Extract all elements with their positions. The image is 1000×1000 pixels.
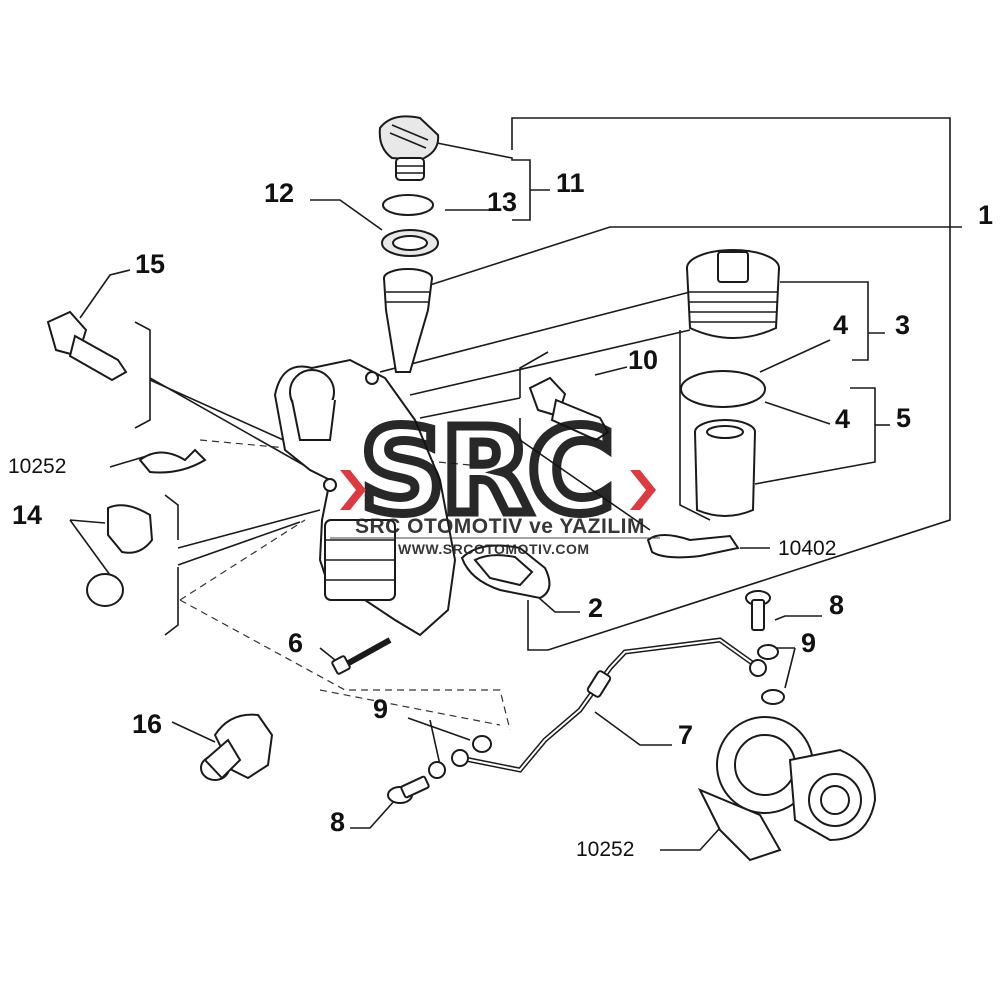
washer	[472, 735, 492, 753]
washer	[428, 761, 446, 779]
bolt-long	[331, 637, 392, 675]
reference-10252-left: 10252	[8, 455, 66, 478]
callout-15: 15	[135, 249, 165, 279]
callout-2: 2	[588, 593, 603, 623]
oil-filter-element	[694, 419, 756, 517]
turbocharger	[697, 716, 877, 862]
seal-ring	[381, 229, 439, 257]
callout-12: 12	[264, 178, 294, 208]
banjo-bolt-top	[745, 590, 771, 631]
callout-14: 14	[12, 500, 42, 530]
reference-10252-bottom: 10252	[576, 838, 634, 861]
watermark-company-name: SRC OTOMOTIV ve YAZILIM	[355, 515, 645, 538]
oil-filter-housing-block	[273, 358, 457, 637]
callout-11: 11	[556, 168, 585, 198]
oil-filter-cap	[686, 249, 780, 339]
washer	[757, 644, 779, 660]
return-pipe	[646, 534, 740, 559]
housing-gasket	[460, 544, 551, 600]
callout-1: 1	[978, 200, 993, 230]
pressure-sensor	[46, 310, 128, 382]
callout-5: 5	[896, 403, 911, 433]
turbo-oil-feed-line	[451, 637, 767, 773]
thermostat-housing	[200, 713, 274, 781]
callout-13: 13	[487, 187, 517, 217]
temperature-sensor	[528, 376, 610, 442]
watermark-chevron-right	[630, 470, 656, 510]
hose-left	[138, 448, 207, 474]
callout-8-bottom: 8	[330, 807, 345, 837]
o-ring-seal	[382, 194, 434, 216]
watermark-chevron-left	[340, 470, 366, 510]
washer	[761, 689, 785, 705]
watermark-logo: SRC	[360, 402, 610, 540]
callout-3: 3	[895, 310, 910, 340]
callout-10: 10	[628, 345, 658, 375]
oil-filler-tube	[383, 268, 433, 373]
banjo-bolt-bottom	[387, 775, 430, 804]
callout-8-top: 8	[829, 590, 844, 620]
oil-filler-cap	[378, 115, 440, 181]
callout-9-bottom: 9	[373, 694, 388, 724]
callout-4-bottom: 4	[835, 404, 850, 434]
callout-4-top: 4	[833, 310, 848, 340]
reference-10402: 10402	[778, 537, 836, 560]
callout-9-right: 9	[801, 628, 816, 658]
gaskets-set	[86, 504, 154, 607]
callout-6: 6	[288, 628, 303, 658]
watermark-website: WWW.SRCOTOMOTIV.COM	[398, 541, 590, 557]
callout-16: 16	[132, 709, 162, 739]
callout-labels: 1 2 3 4 4 5 6 7 8 8 9 9 10 11 12 13 14 1…	[8, 168, 993, 861]
filter-o-ring	[680, 370, 766, 408]
callout-7: 7	[678, 720, 693, 750]
watermark: SRC SRC OTOMOTIV ve YAZILIM WWW.SRCOTOMO…	[330, 398, 660, 557]
